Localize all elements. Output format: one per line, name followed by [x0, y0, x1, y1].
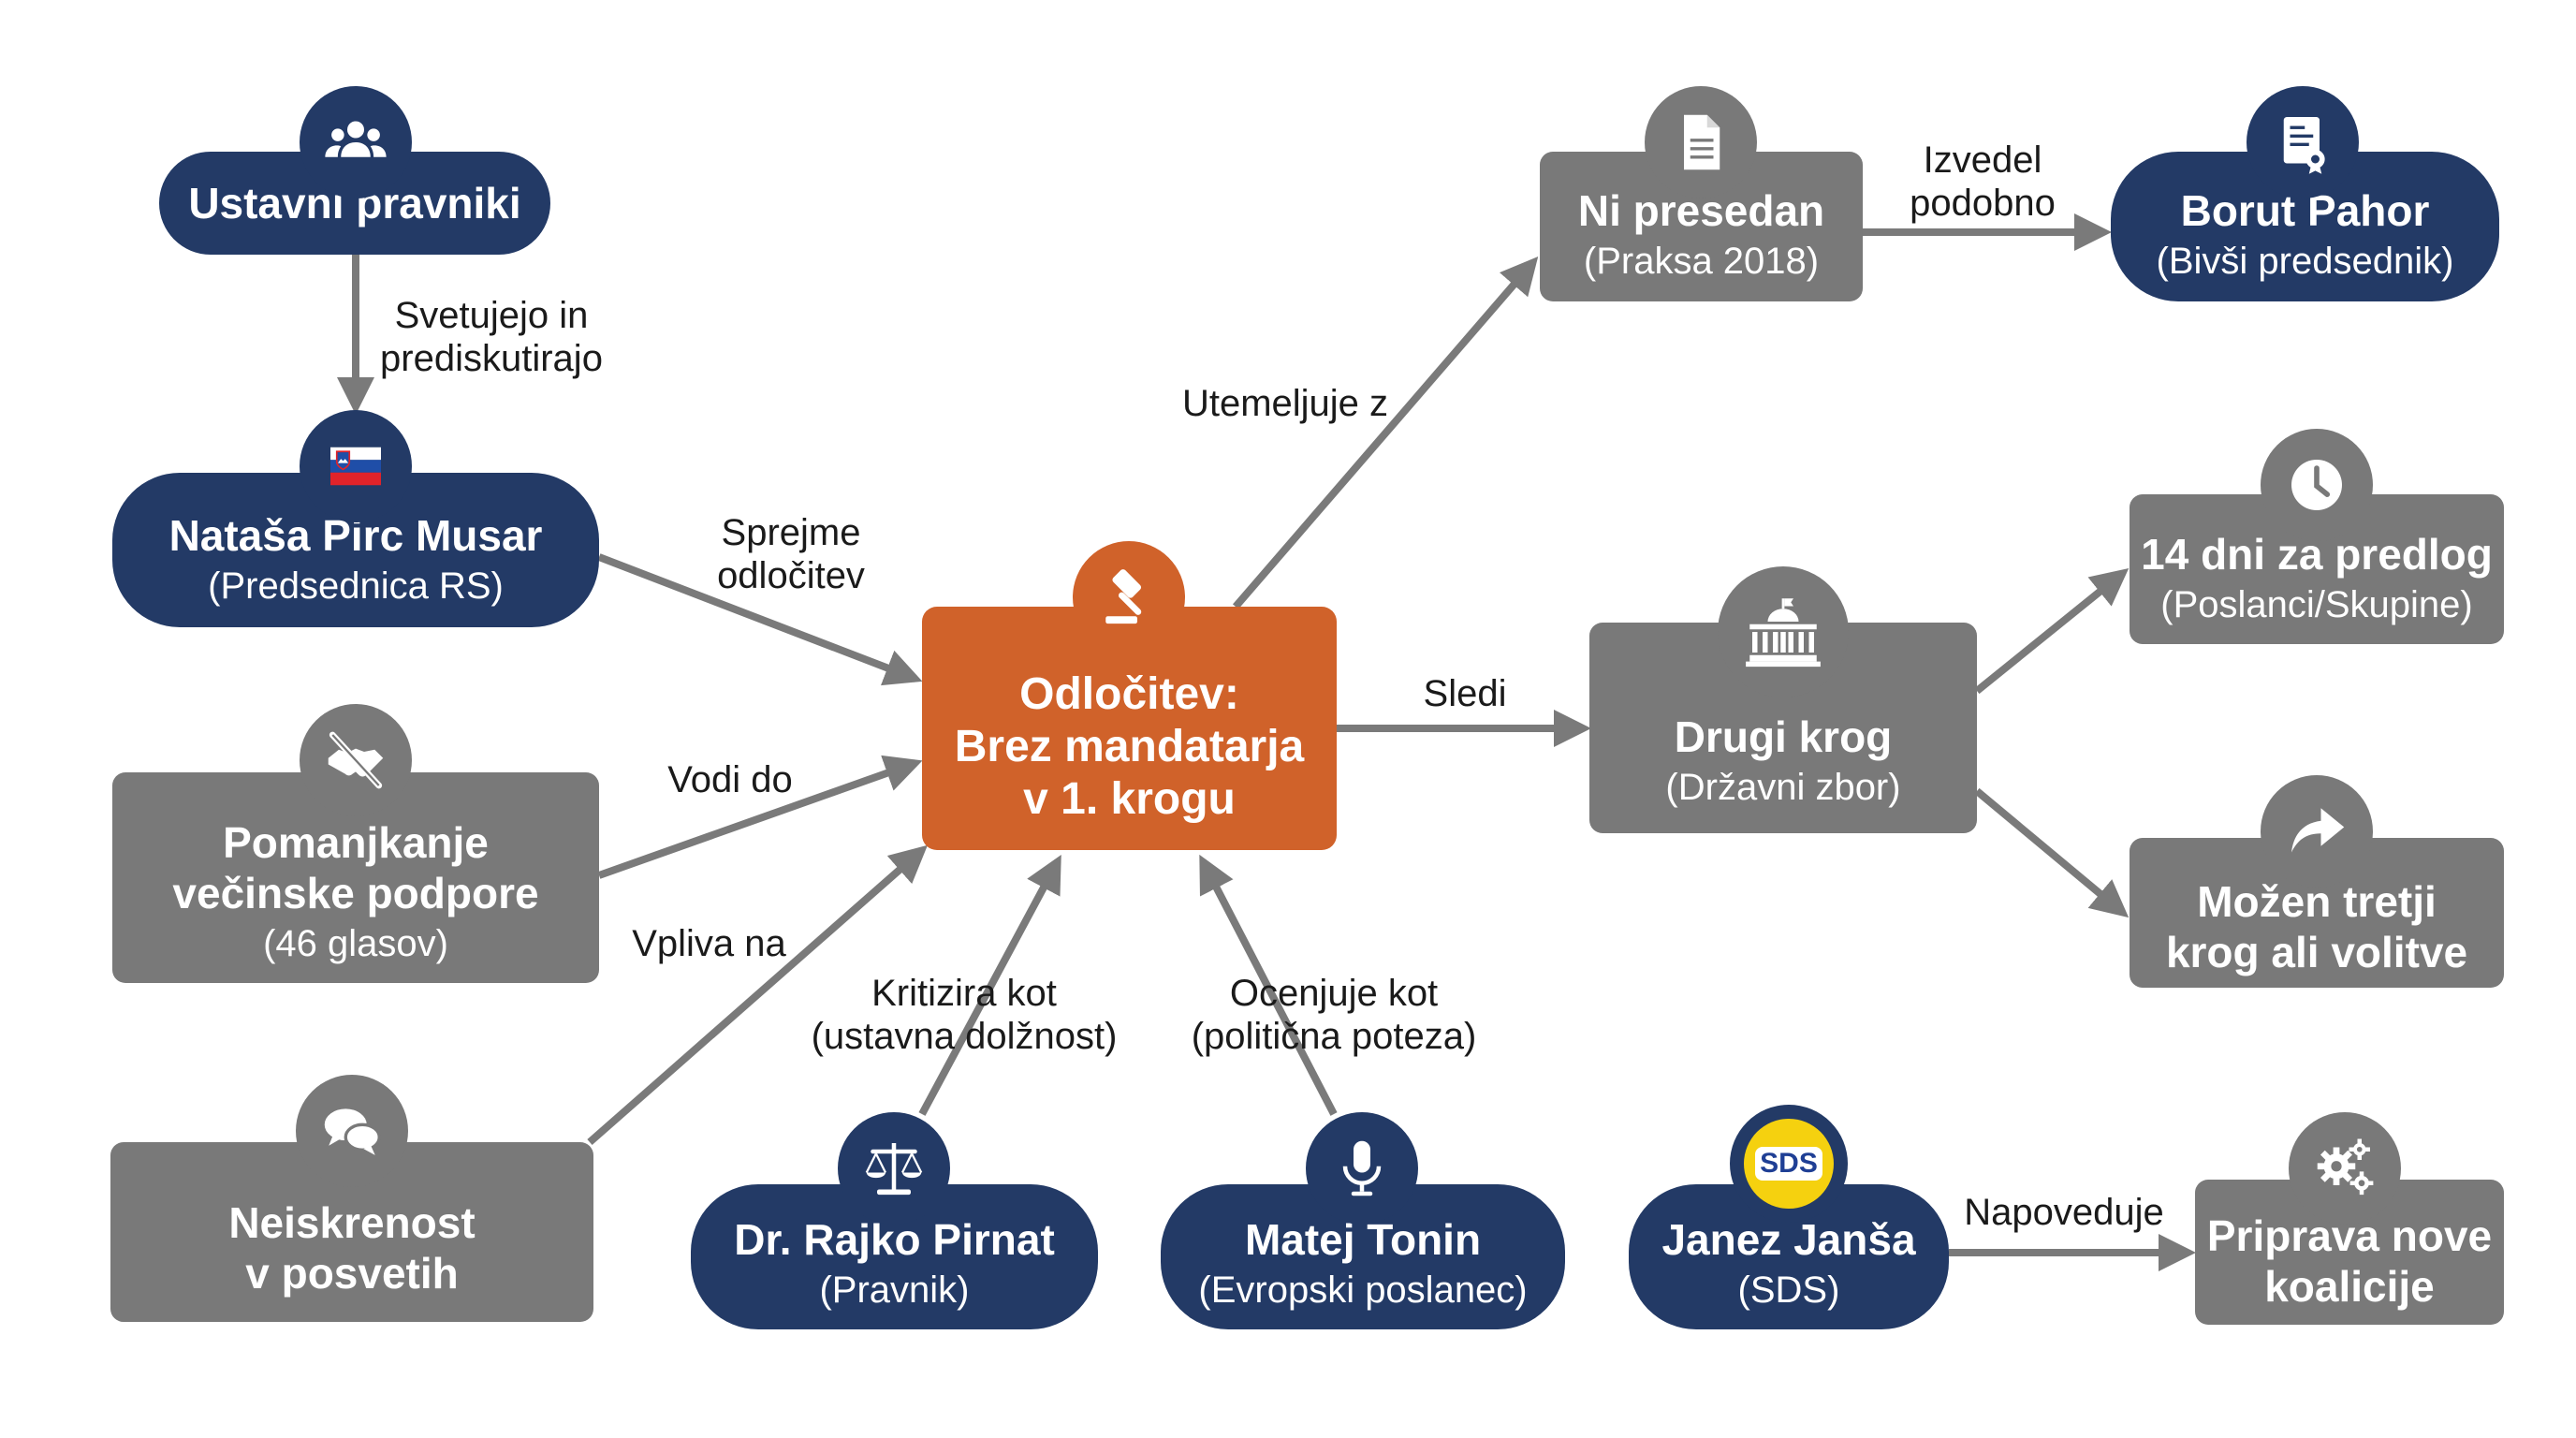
edge-label-vpliva: Vpliva na	[632, 923, 786, 964]
gavel-icon	[1073, 541, 1185, 653]
group-icon	[300, 86, 412, 198]
edge-label-ocenjuje: Ocenjuje kot (politična poteza)	[1191, 973, 1477, 1057]
node-subtitle: (SDS)	[1737, 1269, 1840, 1311]
sds-logo-text: SDS	[1755, 1147, 1822, 1181]
node-title: Možen tretji krog ali volitve	[2165, 877, 2468, 976]
node-subtitle: (Državni zbor)	[1665, 766, 1901, 808]
certificate-icon	[2247, 86, 2359, 198]
node-title: Drugi krog	[1674, 712, 1893, 761]
node-title: Pomanjkanje večinske podpore	[172, 817, 539, 917]
edge-podpora-odlocitev	[597, 755, 923, 879]
chat-bubbles-icon	[296, 1075, 408, 1187]
gears-icon	[2289, 1112, 2401, 1225]
microphone-icon	[1306, 1112, 1418, 1225]
edge-label-utemeljuje: Utemeljuje z	[1181, 383, 1389, 424]
slovenia-flag-icon	[300, 410, 412, 522]
node-title: 14 dni za predlog	[2141, 530, 2493, 579]
sds-logo: SDS	[1730, 1105, 1848, 1223]
edge-musar-odlocitev	[597, 553, 923, 686]
node-subtitle: (Bivši predsednik)	[2156, 241, 2454, 282]
edge-neiskrenost-odlocitev	[587, 844, 929, 1146]
edge-drugi-tretji	[1974, 787, 2130, 918]
node-subtitle: (Pravnik)	[819, 1269, 970, 1311]
node-natasa-pirc-musar[interactable]: Nataša Pirc Musar (Predsednica RS)	[112, 473, 599, 627]
node-title: Neiskrenost v posvetih	[228, 1198, 476, 1298]
edge-tonin-odlocitev	[1199, 854, 1338, 1116]
edge-label-sprejme: Sprejme odločitev	[717, 512, 865, 596]
scales-icon	[838, 1112, 950, 1225]
edge-pirnat-odlocitev	[918, 854, 1061, 1116]
node-title: Odločitev: Brez mandatarja v 1. krogu	[954, 669, 1305, 824]
edge-label-sledi: Sledi	[1423, 673, 1507, 714]
node-subtitle: (Praksa 2018)	[1583, 241, 1820, 282]
node-title: Borut Pahor	[2180, 186, 2430, 235]
edge-label-svetujejo: Svetujejo in prediskutirajo	[380, 295, 603, 379]
parliament-icon	[1718, 566, 1849, 697]
edge-label-napoveduje: Napoveduje	[1964, 1192, 2164, 1233]
node-subtitle: (Evropski poslanec)	[1198, 1269, 1528, 1311]
document-icon	[1645, 86, 1757, 198]
sds-logo-badge: SDS	[1744, 1119, 1834, 1209]
node-title: Ni presedan	[1577, 186, 1825, 235]
share-arrow-icon	[2261, 775, 2373, 888]
node-subtitle: (Poslanci/Skupine)	[2160, 584, 2473, 625]
node-14-dni[interactable]: 14 dni za predlog (Poslanci/Skupine)	[2130, 494, 2504, 644]
edge-label-kritizira: Kritizira kot (ustavna dolžnost)	[811, 973, 1118, 1057]
node-title: Matej Tonin	[1244, 1214, 1482, 1264]
node-subtitle: (46 glasov)	[263, 922, 448, 964]
node-title: Nataša Pirc Musar	[168, 510, 543, 560]
clock-icon	[2261, 429, 2373, 541]
node-title: Janez Janša	[1661, 1214, 1916, 1264]
edge-label-vodi: Vodi do	[667, 759, 793, 800]
edge-drugi-dni14	[1974, 567, 2130, 695]
node-title: Priprava nove koalicije	[2206, 1211, 2493, 1311]
node-subtitle: (Predsednica RS)	[208, 565, 504, 607]
no-handshake-icon	[300, 704, 412, 816]
edge-odlocitev-presedan	[1232, 256, 1539, 609]
edge-label-izvedel: Izvedel podobno	[1910, 139, 2056, 224]
